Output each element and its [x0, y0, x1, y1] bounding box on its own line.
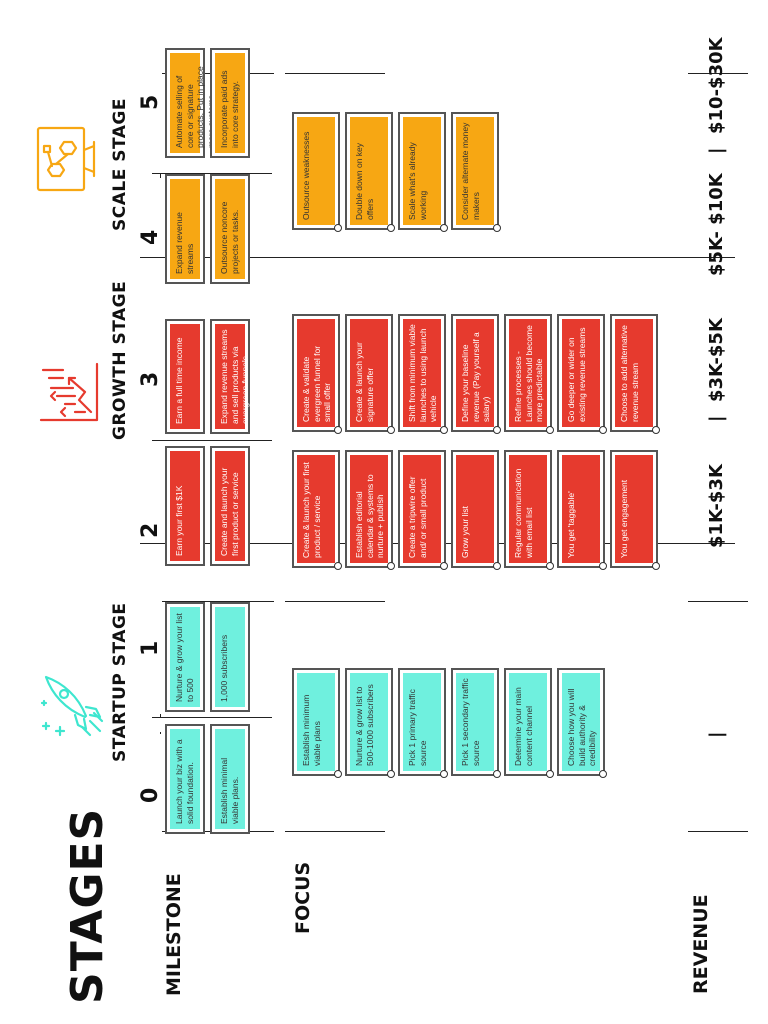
- milestone-card: Incorporate paid ads into core strategy.: [210, 48, 250, 158]
- bullet-dot: [546, 562, 554, 570]
- focus-card: Establish editorial calendar & systems t…: [345, 450, 395, 570]
- row-label-milestone: MILESTONE: [163, 873, 185, 996]
- bullet-dot: [387, 224, 395, 232]
- bullet-dot: [493, 770, 501, 778]
- stage-title-growth: GROWTH STAGE: [110, 280, 130, 440]
- divider-line: [152, 717, 272, 718]
- focus-card: Shift from minimum viable launches to us…: [398, 314, 448, 434]
- focus-card: Go deeper or wider on existing revenue s…: [557, 314, 607, 434]
- focus-card: Determine your main content channel: [504, 668, 554, 778]
- bullet-dot: [334, 770, 342, 778]
- stage-number-5: 5: [138, 94, 163, 110]
- revenue-separator: |: [706, 731, 727, 738]
- bullet-dot: [440, 770, 448, 778]
- bullet-dot: [387, 426, 395, 434]
- bullet-dot: [334, 224, 342, 232]
- stage-title-scale: SCALE STAGE: [110, 98, 130, 231]
- divider-line: [688, 601, 748, 602]
- bullet-dot: [440, 562, 448, 570]
- stage-number-4: 4: [138, 229, 163, 245]
- milestone-card: Earn your first $1K: [165, 446, 205, 566]
- divider-line: [285, 831, 385, 832]
- bullet-dot: [440, 426, 448, 434]
- milestone-card: Establish minimal viable plans.: [210, 724, 250, 834]
- milestone-card: Expand revenue streams: [165, 174, 205, 284]
- bullet-dot: [599, 562, 607, 570]
- row-label-focus: FOCUS: [292, 861, 314, 934]
- focus-card: Choose to add alternative revenue stream: [610, 314, 660, 434]
- bullet-dot: [493, 562, 501, 570]
- focus-card: You get 'taggable': [557, 450, 607, 570]
- bullet-dot: [546, 770, 554, 778]
- focus-card: Regular communication with email list: [504, 450, 554, 570]
- bullet-dot: [493, 426, 501, 434]
- stage-number-3: 3: [138, 371, 163, 387]
- growth-chart-icon: [39, 362, 99, 422]
- focus-card: Choose how you will build authority & cr…: [557, 668, 607, 778]
- milestone-card: Automate selling of core or signature pr…: [165, 48, 216, 158]
- rocket-icon: [40, 675, 104, 737]
- divider-line: [285, 601, 385, 602]
- bullet-dot: [493, 224, 501, 232]
- divider-tick: [160, 174, 161, 178]
- revenue-range: $10-$30K: [706, 37, 727, 134]
- milestone-card: Outsource noncore projects or tasks.: [210, 174, 250, 284]
- divider-tick: [160, 732, 161, 734]
- focus-card: Pick 1 primary traffic source: [398, 668, 448, 778]
- page-title: STAGES: [62, 807, 113, 1004]
- focus-card: Create a tripwire offer and/ or small pr…: [398, 450, 448, 570]
- milestone-card: 1,000 subscribers: [210, 602, 250, 712]
- focus-card: Grow your list: [451, 450, 501, 570]
- focus-card: Establish minimum viable plans: [292, 668, 342, 778]
- focus-card: Double down on key offers: [345, 112, 395, 232]
- revenue-separator: |: [706, 147, 727, 154]
- focus-card: Create & launch your first product / ser…: [292, 450, 342, 570]
- divider-line: [152, 440, 272, 441]
- focus-card: Scale what's already working: [398, 112, 448, 232]
- bullet-dot: [652, 562, 660, 570]
- bullet-dot: [387, 770, 395, 778]
- bullet-dot: [387, 562, 395, 570]
- revenue-range: $5K- $10K: [706, 173, 727, 276]
- stage-number-2: 2: [138, 522, 163, 538]
- bullet-dot: [599, 426, 607, 434]
- focus-card: Outsource weaknesses: [292, 112, 342, 232]
- milestone-card: Launch your biz with a solid foundation.: [165, 724, 205, 834]
- stage-title-startup: STARTUP STAGE: [110, 602, 130, 762]
- bullet-dot: [334, 562, 342, 570]
- stage-number-0: 0: [138, 787, 163, 803]
- milestone-card: Earn a full time income: [165, 319, 205, 434]
- focus-card: Create & validate evergreen funnel for s…: [292, 314, 342, 434]
- divider-line: [688, 831, 748, 832]
- scale-network-icon: [36, 126, 96, 192]
- row-label-revenue: REVENUE: [690, 894, 712, 994]
- milestone-card: Nurture & grow your list to 500: [165, 602, 205, 712]
- bullet-dot: [599, 770, 607, 778]
- revenue-separator: |: [706, 415, 727, 422]
- focus-card: Refine processes - Launches should becom…: [504, 314, 554, 434]
- bullet-dot: [334, 426, 342, 434]
- bullet-dot: [652, 426, 660, 434]
- revenue-range: $1K-$3K: [706, 464, 727, 548]
- focus-card: Create & launch your signature offer: [345, 314, 395, 434]
- stage-number-1: 1: [138, 640, 163, 656]
- revenue-range: $3K-$5K: [706, 318, 727, 402]
- focus-card: You get engagement: [610, 450, 660, 570]
- focus-card: Define your baseline revenue (Pay yourse…: [451, 314, 501, 434]
- milestone-card: Expand revenue streams and sell products…: [210, 319, 250, 434]
- milestone-card: Create and launch your first product or …: [210, 446, 250, 566]
- focus-card: Pick 1 secondary traffic source: [451, 668, 501, 778]
- focus-card: Nurture & grow list to 500-1000 subscrib…: [345, 668, 395, 778]
- bullet-dot: [440, 224, 448, 232]
- divider-line: [285, 73, 385, 74]
- focus-card: Consider alternate money makers: [451, 112, 501, 232]
- bullet-dot: [546, 426, 554, 434]
